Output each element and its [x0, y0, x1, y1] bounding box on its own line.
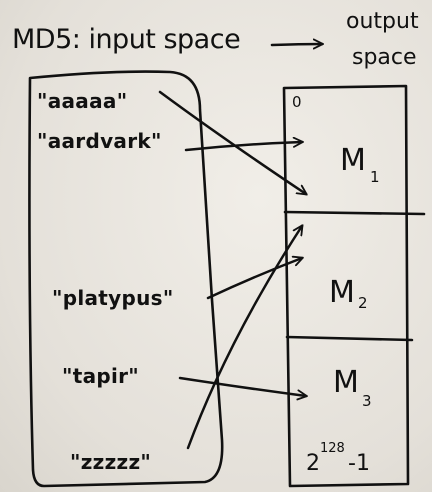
input-label-tapir: "tapir" [62, 364, 139, 388]
bucket-label-m3: M 3 [333, 365, 372, 410]
output-start-label: 0 [292, 93, 302, 111]
arrow-aardvark-to-m1 [184, 142, 302, 152]
svg-text:M: M [333, 365, 359, 400]
svg-text:M: M [329, 275, 355, 310]
input-label-zzzzz: "zzzzz" [70, 450, 151, 474]
input-label-aaaaa: "aaaaa" [37, 89, 127, 113]
output-label-line-1: output [346, 9, 419, 34]
input-label-platypus: "platypus" [52, 286, 174, 310]
arrow-aaaaa-to-m1 [158, 90, 306, 194]
arrow-zzzzz-to-m2 [186, 226, 302, 450]
input-label-aardvark: "aardvark" [37, 129, 162, 153]
arrow-platypus-to-m2 [206, 258, 302, 300]
svg-text:2: 2 [358, 294, 368, 312]
title-arrow [270, 44, 322, 45]
output-space-box [282, 84, 410, 488]
svg-text:2: 2 [306, 451, 320, 476]
bucket-divider-2 [285, 335, 414, 342]
svg-text:M: M [340, 143, 366, 178]
output-end-label: 2 128 -1 [306, 441, 370, 476]
svg-text:3: 3 [362, 392, 372, 410]
bucket-label-m2: M 2 [329, 275, 368, 312]
diagram-title: MD5: input space [12, 24, 240, 55]
arrow-tapir-to-m3 [178, 376, 306, 396]
output-label-line-2: space [352, 45, 417, 70]
bucket-label-m1: M 1 [340, 143, 380, 186]
svg-text:128: 128 [320, 441, 345, 456]
svg-text:1: 1 [370, 168, 380, 186]
bucket-divider-1 [283, 210, 426, 216]
svg-text:-1: -1 [348, 451, 370, 476]
input-space-box [28, 70, 224, 488]
